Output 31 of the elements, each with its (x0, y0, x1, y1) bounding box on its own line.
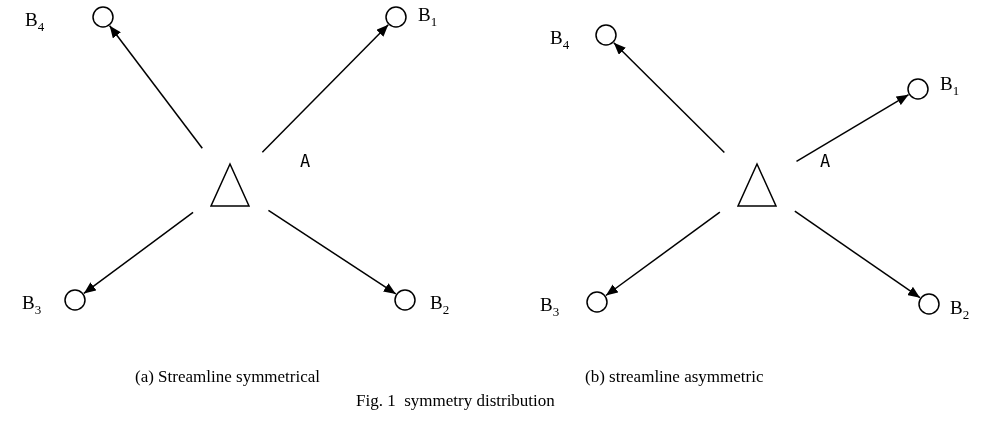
arrow (613, 42, 726, 154)
node-label: B$_{4}$ (25, 10, 45, 33)
node-label: A (820, 153, 831, 170)
circle-symbol (918, 293, 940, 315)
circle-symbol (586, 291, 608, 313)
arrow (83, 211, 194, 295)
circle-symbol (394, 289, 416, 311)
node-label: B$_{1}$ (940, 74, 960, 97)
circle-symbol (92, 6, 114, 28)
node-label: B$_{2}$ (950, 298, 970, 321)
circle-symbol (64, 289, 86, 311)
node-label: B$_{1}$ (418, 5, 438, 28)
panel-label: (a) Streamline symmetrical (135, 368, 321, 385)
arrow (795, 93, 910, 163)
arrow (261, 24, 389, 154)
circle-symbol (385, 6, 407, 28)
triangle-symbol (210, 163, 250, 207)
node-label: B$_{3}$ (22, 293, 42, 316)
circle-symbol (907, 78, 929, 100)
figure-caption: Fig. 1 symmetry distribution (356, 392, 555, 409)
triangle-symbol (737, 163, 777, 207)
node-label: B$_{2}$ (430, 293, 450, 316)
circle-symbol (595, 24, 617, 46)
node-label: B$_{3}$ (540, 295, 560, 318)
node-label: A (300, 153, 311, 170)
arrow (605, 211, 721, 297)
node-label: B$_{4}$ (550, 28, 570, 51)
arrow (794, 210, 921, 299)
arrow (108, 25, 203, 150)
arrow (267, 209, 397, 295)
panel-label: (b) streamline asymmetric (585, 368, 764, 385)
